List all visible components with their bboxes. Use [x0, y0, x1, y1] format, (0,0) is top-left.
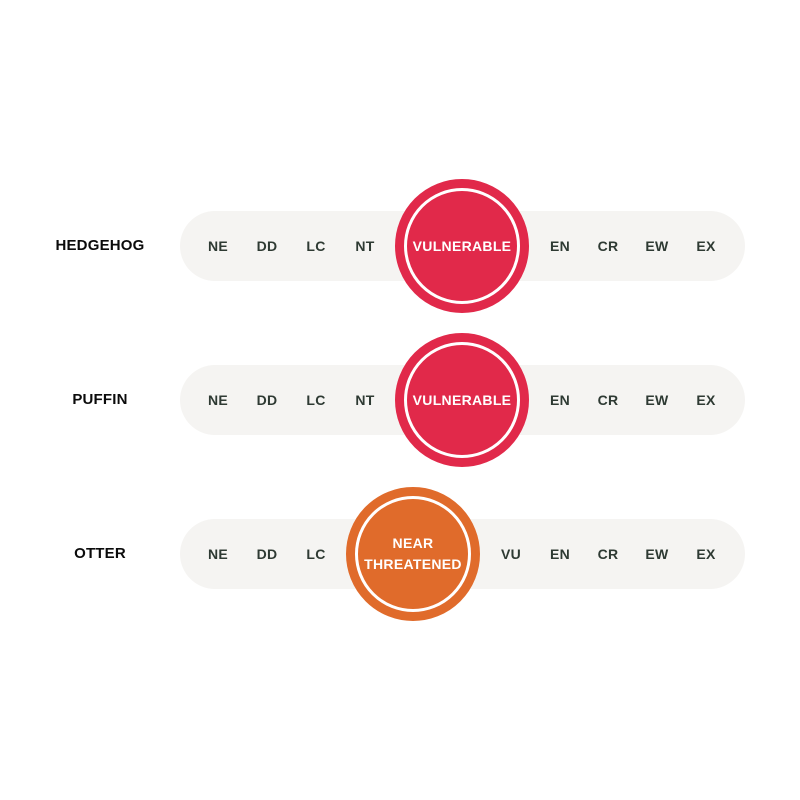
category-label: NT — [355, 392, 375, 408]
status-row-puffin: PUFFIN NE DD LC NT VULNERABLE EN CR EW E… — [0, 333, 800, 467]
status-scale-track: NE DD LC NEAR THREATENED VU EN CR EW EX — [180, 487, 745, 621]
category-label: DD — [256, 392, 278, 408]
category-label: VU — [500, 546, 522, 562]
status-badge-ring: VULNERABLE — [404, 188, 520, 304]
category-label: EN — [549, 238, 571, 254]
status-badge-ring: VULNERABLE — [404, 342, 520, 458]
status-badge-ring: NEAR THREATENED — [355, 496, 471, 612]
status-scale-track: NE DD LC NT VULNERABLE EN CR EW EX — [180, 333, 745, 467]
category-label: LC — [306, 238, 326, 254]
status-badge-label: NEAR — [392, 535, 434, 551]
status-row-otter: OTTER NE DD LC NEAR THREATENED VU EN CR … — [0, 487, 800, 621]
category-label: EN — [549, 546, 571, 562]
species-label: PUFFIN — [72, 391, 128, 408]
category-label: CR — [597, 546, 619, 562]
category-label: CR — [597, 392, 619, 408]
category-label: NE — [207, 546, 229, 562]
status-scale-track: NE DD LC NT VULNERABLE EN CR EW EX — [180, 179, 745, 313]
category-label: EW — [645, 392, 669, 408]
category-label: EW — [645, 546, 669, 562]
category-label: EN — [549, 392, 571, 408]
species-label: OTTER — [74, 545, 126, 562]
category-label: EW — [645, 238, 669, 254]
category-label: DD — [256, 238, 278, 254]
status-badge: NEAR THREATENED — [346, 487, 480, 621]
category-label: DD — [256, 546, 278, 562]
category-label: EX — [696, 238, 716, 254]
status-badge-label: VULNERABLE — [412, 391, 512, 408]
species-label: HEDGEHOG — [55, 237, 145, 254]
category-label: NE — [207, 392, 229, 408]
category-label: NE — [207, 238, 229, 254]
status-badge-label: THREATENED — [364, 556, 462, 572]
category-label: NT — [355, 238, 375, 254]
status-badge: VULNERABLE — [395, 179, 529, 313]
category-label: CR — [597, 238, 619, 254]
status-row-hedgehog: HEDGEHOG NE DD LC NT VULNERABLE EN CR EW… — [0, 179, 800, 313]
category-label: EX — [696, 392, 716, 408]
status-badge: VULNERABLE — [395, 333, 529, 467]
category-label: LC — [306, 546, 326, 562]
status-badge-label: VULNERABLE — [412, 237, 512, 254]
category-label: LC — [306, 392, 326, 408]
category-label: EX — [696, 546, 716, 562]
